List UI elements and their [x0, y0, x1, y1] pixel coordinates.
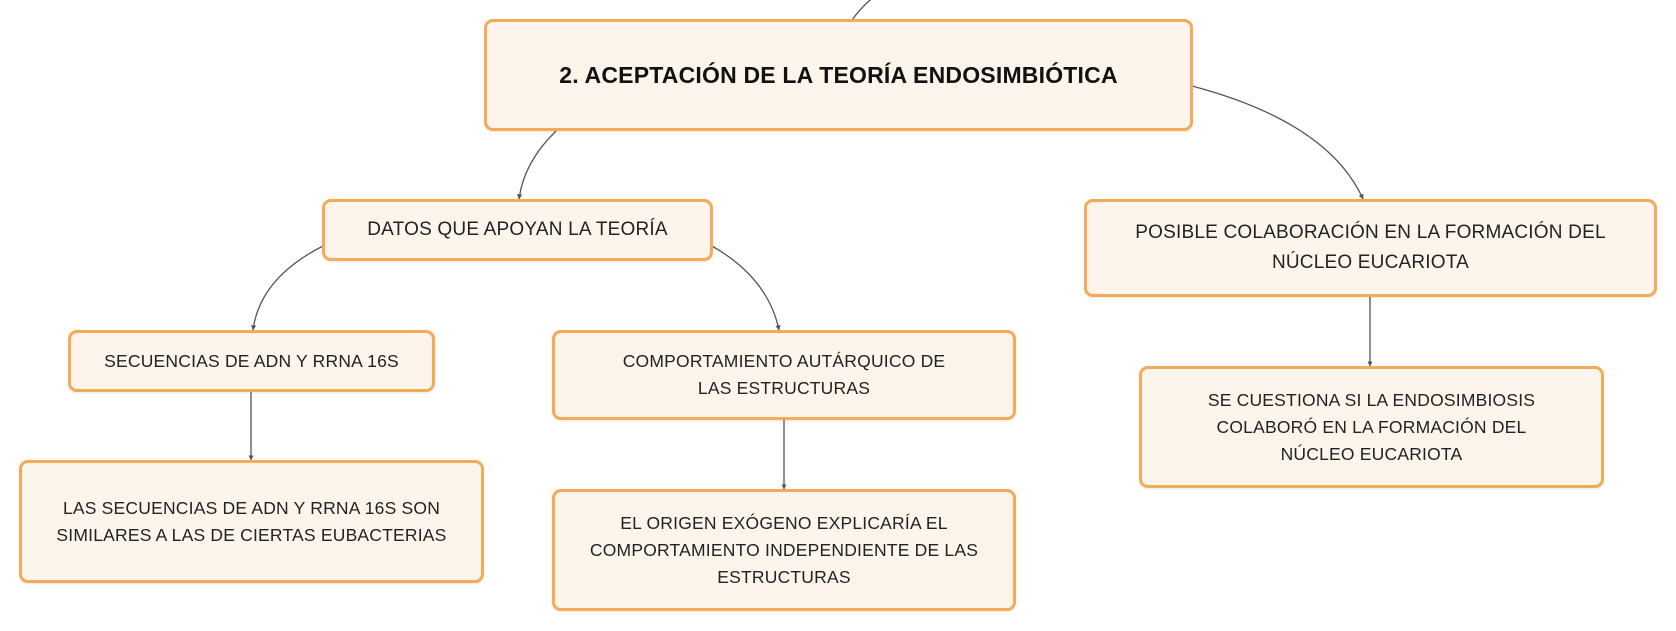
nucleus-detail-node[interactable]: SE CUESTIONA SI LA ENDOSIMBIOSIS COLABOR…	[1139, 366, 1604, 488]
connector-parent-to-root	[851, 0, 872, 21]
root-node-label: 2. ACEPTACIÓN DE LA TEORÍA ENDOSIMBIÓTIC…	[559, 61, 1118, 88]
connector-support-to-sequences	[251, 245, 324, 331]
connector-support-to-autarkic	[711, 245, 781, 331]
root-node[interactable]: 2. ACEPTACIÓN DE LA TEORÍA ENDOSIMBIÓTIC…	[484, 19, 1193, 131]
nucleus-node[interactable]: POSIBLE COLABORACIÓN EN LA FORMACIÓN DEL…	[1084, 199, 1657, 297]
nucleus-detail-node-label: SE CUESTIONA SI LA ENDOSIMBIOSIS COLABOR…	[1207, 389, 1536, 464]
sequences-node-label: SECUENCIAS DE ADN Y RRNA 16S	[104, 350, 399, 371]
autarkic-detail-node-label: EL ORIGEN EXÓGENO EXPLICARÍA EL COMPORTA…	[589, 512, 979, 587]
autarkic-detail-node[interactable]: EL ORIGEN EXÓGENO EXPLICARÍA EL COMPORTA…	[552, 489, 1016, 611]
support-node-label: DATOS QUE APOYAN LA TEORÍA	[367, 219, 668, 240]
autarkic-node[interactable]: COMPORTAMIENTO AUTÁRQUICO DE LAS ESTRUCT…	[552, 330, 1016, 420]
connector-root-to-support	[517, 130, 557, 200]
sequences-detail-node[interactable]: LAS SECUENCIAS DE ADN Y RRNA 16S SON SIM…	[19, 460, 484, 583]
connector-root-to-nucleus	[1191, 85, 1364, 200]
nucleus-node-label: POSIBLE COLABORACIÓN EN LA FORMACIÓN DEL…	[1135, 222, 1606, 273]
autarkic-node-label: COMPORTAMIENTO AUTÁRQUICO DE LAS ESTRUCT…	[622, 351, 946, 398]
sequences-node[interactable]: SECUENCIAS DE ADN Y RRNA 16S	[68, 330, 435, 392]
sequences-detail-node-label: LAS SECUENCIAS DE ADN Y RRNA 16S SON SIM…	[56, 497, 447, 545]
support-node[interactable]: DATOS QUE APOYAN LA TEORÍA	[322, 199, 713, 261]
